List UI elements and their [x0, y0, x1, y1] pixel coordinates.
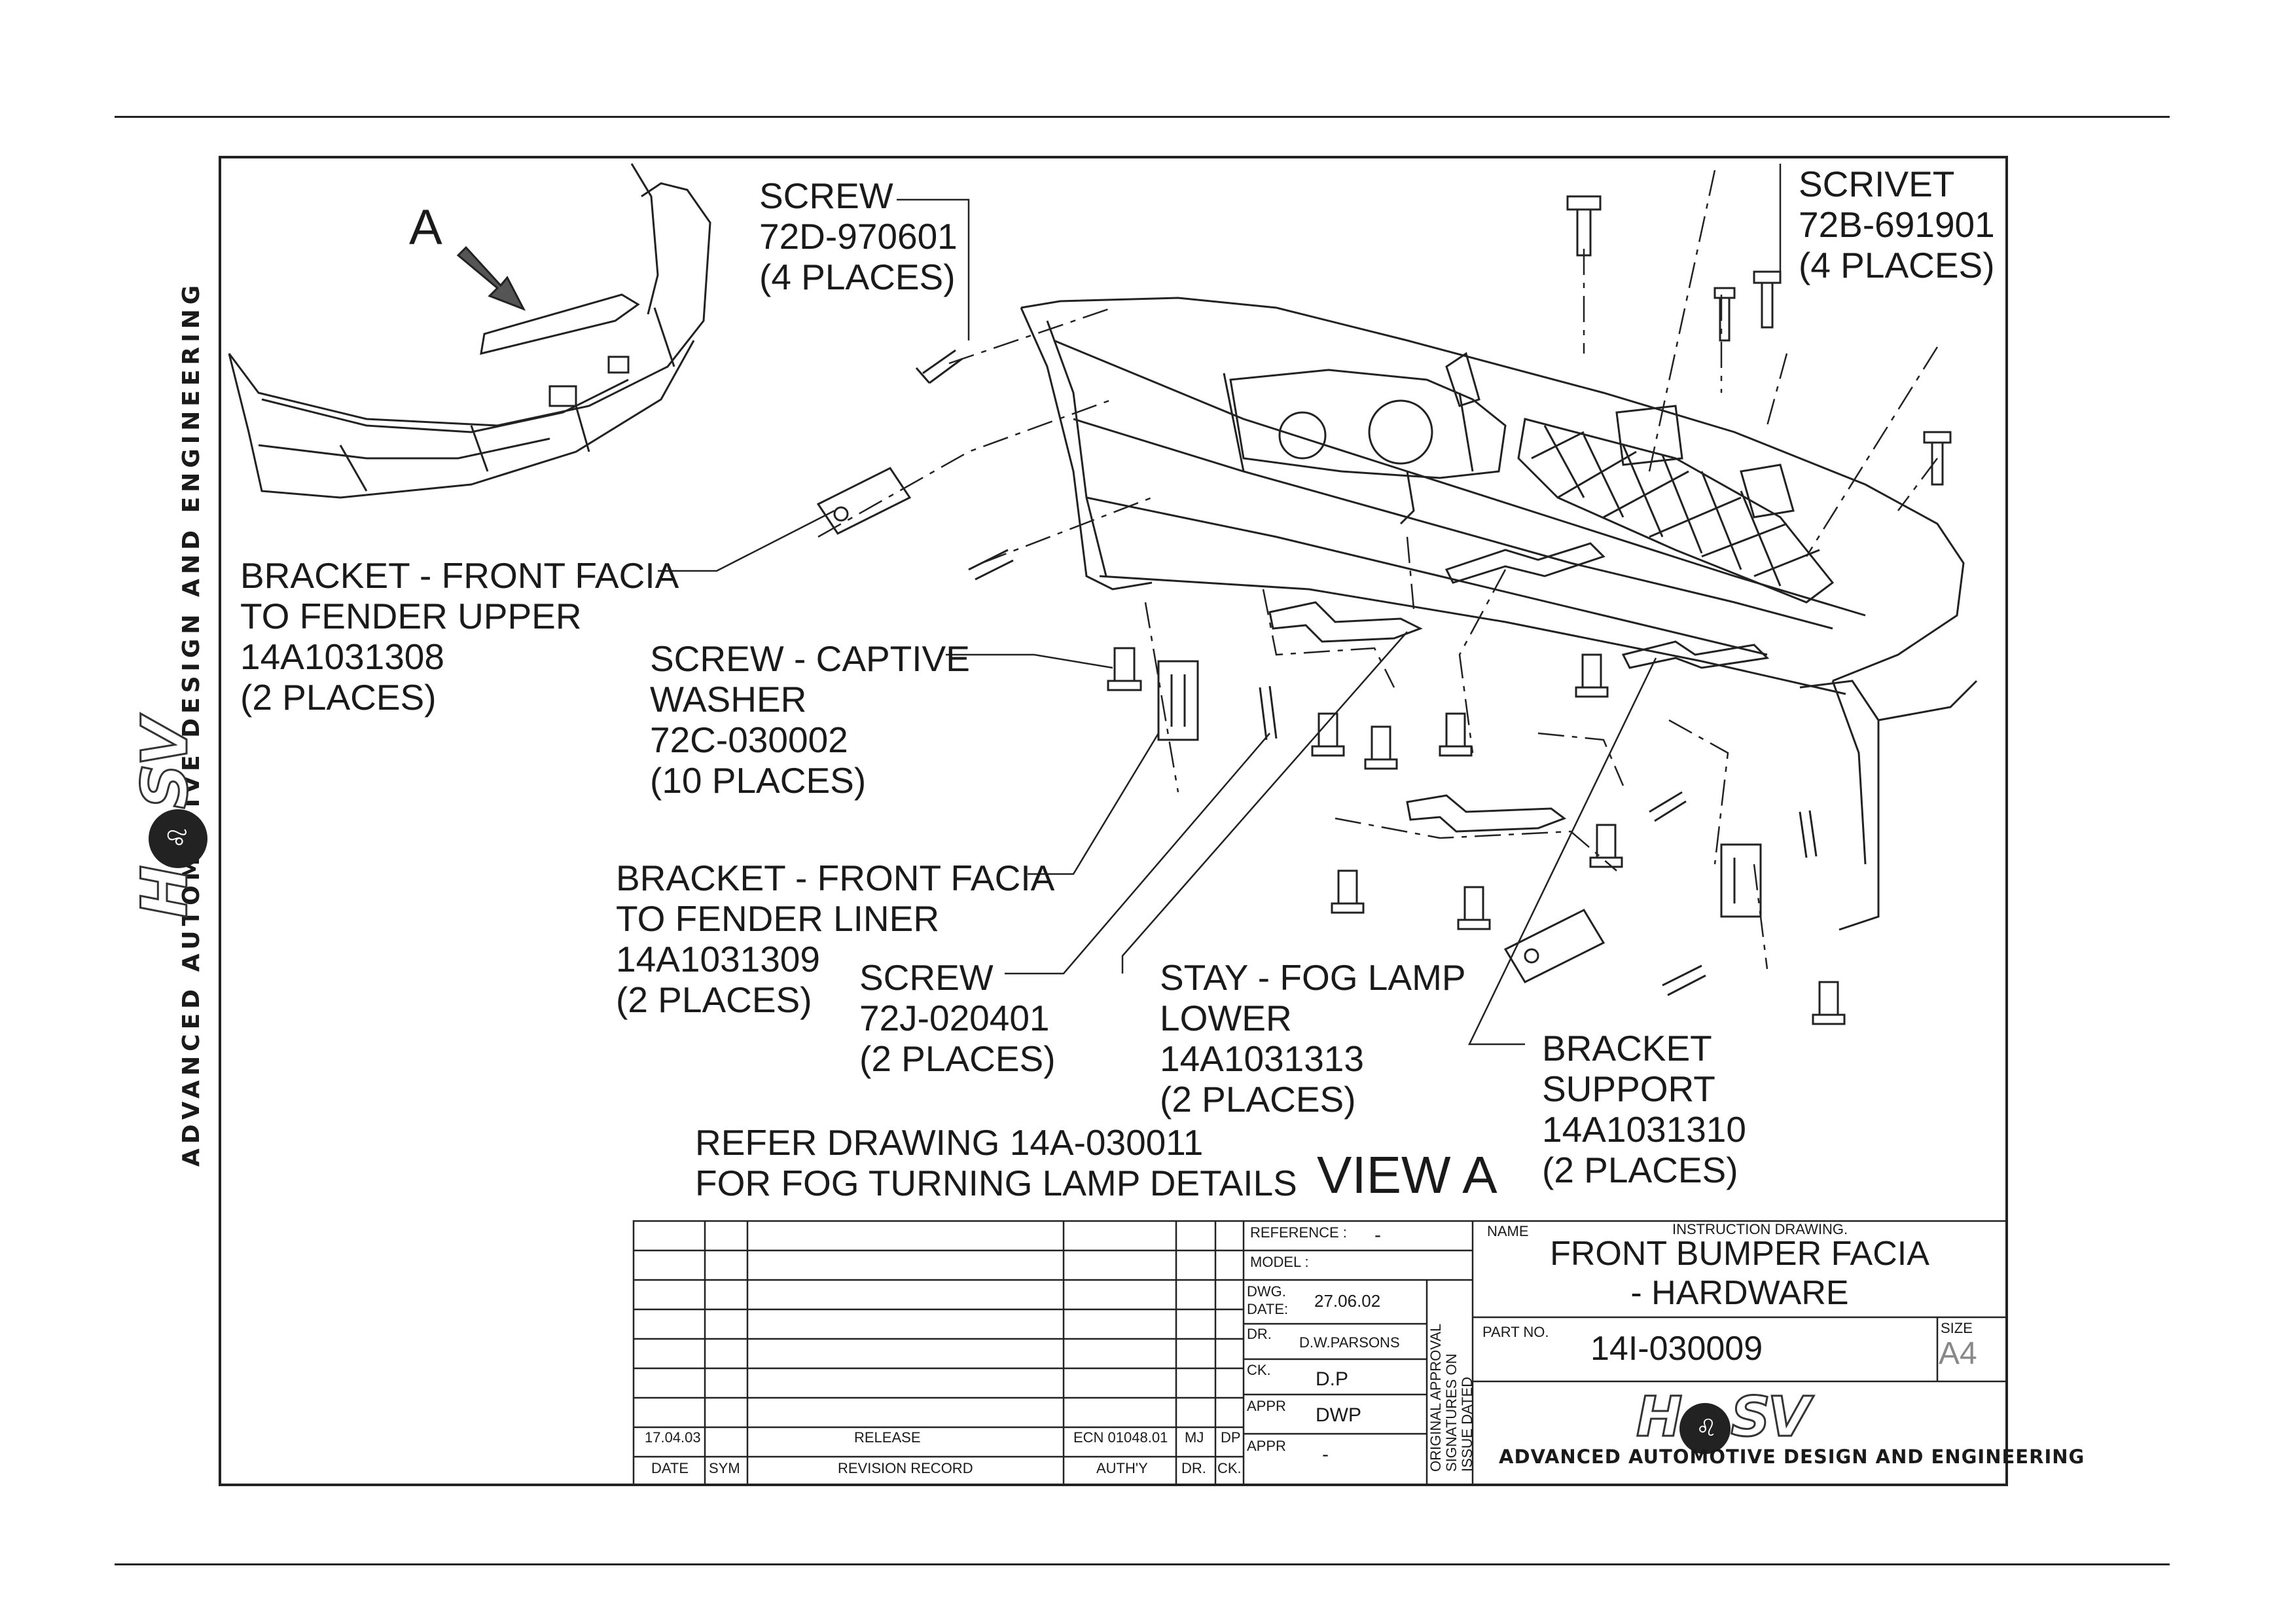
appr1-label: APPR: [1247, 1398, 1286, 1414]
view-marker-a: A: [409, 200, 442, 255]
lion-emblem-icon: ♌: [149, 809, 207, 868]
logo-letters: SV: [128, 720, 203, 810]
callout-line: SUPPORT: [1542, 1068, 1715, 1109]
approval-line: ISSUE DATED: [1459, 1376, 1475, 1472]
dwg-date-label-2: DATE:: [1247, 1301, 1289, 1317]
rev-header-dr: DR.: [1181, 1460, 1206, 1476]
hsv-logo-side: H♌SV: [128, 720, 207, 919]
logo-letter: H: [128, 867, 203, 919]
dwg-date-label-1: DWG.: [1247, 1283, 1286, 1300]
callout-bracket-support: BRACKET SUPPORT 14A1031310 (2 PLACES): [1542, 1028, 1746, 1190]
appr1-value: DWP: [1316, 1404, 1361, 1426]
callout-screw-lower: SCREW 72J-020401 (2 PLACES): [859, 957, 1056, 1079]
rev-record: RELEASE: [854, 1429, 921, 1446]
reference-value: -: [1374, 1224, 1381, 1246]
callout-line: (2 PLACES): [1542, 1150, 1738, 1190]
rev-header-record: REVISION RECORD: [838, 1460, 973, 1476]
callout-line: 14A1031313: [1160, 1038, 1364, 1079]
callout-line: SCREW: [759, 175, 893, 216]
dr-label: DR.: [1247, 1326, 1272, 1342]
callout-line: TO FENDER UPPER: [240, 596, 582, 636]
appr2-value: -: [1322, 1444, 1329, 1465]
callout-screw-captive: SCREW - CAPTIVE WASHER 72C-030002 (10 PL…: [650, 638, 970, 801]
callout-line: 72D-970601: [759, 216, 958, 257]
callout-line: SCREW - CAPTIVE: [650, 638, 970, 679]
lion-emblem-icon: ♌: [1679, 1403, 1731, 1454]
part-number: 14I-030009: [1590, 1330, 1763, 1368]
callout-line: (10 PLACES): [650, 760, 867, 801]
explode-lines: [817, 170, 1939, 970]
instruction-drawing: INSTRUCTION DRAWING.: [1672, 1221, 1848, 1237]
hardware-parts: [816, 195, 1952, 1025]
rev-date: 17.04.03: [645, 1429, 701, 1446]
callout-line: LOWER: [1160, 998, 1292, 1038]
ck-label: CK.: [1247, 1362, 1271, 1378]
title-line: FRONT BUMPER FACIA: [1550, 1235, 1929, 1273]
callout-line: SCRIVET: [1799, 164, 1955, 204]
callout-scrivet: SCRIVET 72B-691901 (4 PLACES): [1799, 164, 1995, 285]
size-value: A4: [1939, 1336, 1977, 1371]
callout-bracket-upper: BRACKET - FRONT FACIA TO FENDER UPPER 14…: [240, 555, 679, 718]
inset-bumper-drawing: [228, 163, 711, 499]
part-no-label: PART NO.: [1482, 1324, 1549, 1340]
callout-line: (2 PLACES): [616, 979, 812, 1020]
reference-label: REFERENCE :: [1250, 1224, 1347, 1241]
callout-line: 14A1031309: [616, 939, 820, 979]
callout-line: SCREW: [859, 957, 994, 998]
logo-letter: H: [1635, 1384, 1683, 1450]
refer-drawing-note: REFER DRAWING 14A-030011 FOR FOG TURNING…: [695, 1122, 1297, 1203]
dr-value: D.W.PARSONS: [1299, 1334, 1400, 1351]
callout-line: WASHER: [650, 679, 807, 720]
callout-line: (4 PLACES): [759, 257, 956, 297]
rev-authy: ECN 01048.01: [1073, 1429, 1168, 1446]
appr2-label: APPR: [1247, 1438, 1286, 1454]
callout-line: (4 PLACES): [1799, 245, 1995, 285]
drawing-title: FRONT BUMPER FACIA - HARDWARE: [1473, 1234, 2007, 1313]
rev-header-authy: AUTH'Y: [1096, 1460, 1148, 1476]
rev-ck: DP: [1221, 1429, 1241, 1446]
rev-header-date: DATE: [651, 1460, 689, 1476]
title-line: - HARDWARE: [1630, 1274, 1849, 1312]
callout-line: 14A1031310: [1542, 1109, 1746, 1150]
note-line: FOR FOG TURNING LAMP DETAILS: [695, 1163, 1297, 1203]
title-block-lines: [632, 1220, 2008, 1486]
callout-line: (2 PLACES): [1160, 1079, 1356, 1120]
rev-header-ck: CK.: [1217, 1460, 1242, 1476]
view-a-label: VIEW A: [1317, 1146, 1498, 1204]
callout-line: BRACKET - FRONT FACIA: [240, 555, 679, 596]
model-label: MODEL :: [1250, 1254, 1309, 1270]
callout-leaders: [658, 164, 1782, 1046]
callout-line: (2 PLACES): [240, 677, 437, 718]
callout-line: BRACKET - FRONT FACIA: [616, 858, 1055, 898]
dwg-date-value: 27.06.02: [1314, 1291, 1381, 1311]
approval-line: ORIGINAL APPROVAL: [1427, 1323, 1444, 1472]
bumper-facia-drawing: [1020, 297, 1978, 931]
callout-line: STAY - FOG LAMP: [1160, 957, 1466, 998]
top-rule: [115, 116, 2170, 118]
callout-line: 72J-020401: [859, 998, 1050, 1038]
ck-value: D.P: [1316, 1368, 1349, 1390]
view-arrow: [456, 246, 526, 311]
callout-screw-top: SCREW 72D-970601 (4 PLACES): [759, 175, 958, 297]
callout-line: (2 PLACES): [859, 1038, 1056, 1079]
name-label: NAME: [1487, 1223, 1529, 1239]
callout-stay-fog-lamp: STAY - FOG LAMP LOWER 14A1031313 (2 PLAC…: [1160, 957, 1466, 1120]
bottom-rule: [115, 1563, 2170, 1565]
approval-line: SIGNATURES ON: [1443, 1353, 1460, 1472]
callout-line: BRACKET: [1542, 1028, 1712, 1068]
callout-line: 14A1031308: [240, 636, 444, 677]
hsv-logo-titleblock: H♌SV: [1635, 1384, 1811, 1454]
titleblock-footer-text: ADVANCED AUTOMOTIVE DESIGN AND ENGINEERI…: [1499, 1446, 2085, 1468]
size-label: SIZE: [1941, 1320, 1973, 1336]
note-line: REFER DRAWING 14A-030011: [695, 1122, 1204, 1163]
logo-letters: SV: [1730, 1384, 1811, 1450]
callout-line: 72C-030002: [650, 720, 848, 760]
approval-note: ORIGINAL APPROVAL SIGNATURES ON ISSUE DA…: [1427, 1323, 1475, 1472]
callout-line: TO FENDER LINER: [616, 898, 940, 939]
callout-bracket-liner: BRACKET - FRONT FACIA TO FENDER LINER 14…: [616, 858, 1054, 1020]
rev-header-sym: SYM: [709, 1460, 740, 1476]
rev-dr: MJ: [1185, 1429, 1204, 1446]
callout-line: 72B-691901: [1799, 204, 1995, 245]
